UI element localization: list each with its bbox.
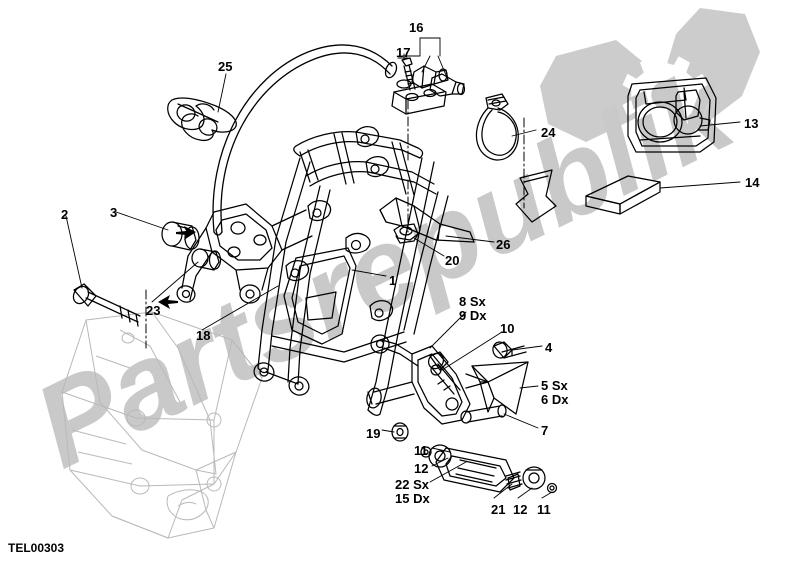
callout-12-a: 12 — [414, 461, 429, 476]
callout-5sx-6dx: 5 Sx 6 Dx — [541, 378, 569, 407]
watermark-text: Partsrepublik — [16, 42, 757, 494]
wedge-shim-upper — [515, 169, 557, 223]
callout-7: 7 — [541, 423, 549, 438]
callout-23: 23 — [146, 303, 161, 318]
callout-22sx-15dx: 22 Sx 15 Dx — [395, 477, 430, 506]
rear-subframe-assembly — [65, 37, 741, 499]
callout-10: 10 — [500, 321, 515, 336]
part-18-side-plate — [283, 247, 357, 345]
callout-21: 21 — [491, 502, 506, 517]
part-2-bolt — [72, 283, 141, 327]
callout-25: 25 — [218, 59, 233, 74]
callout-26: 26 — [496, 237, 511, 252]
left-bracket-cluster — [176, 203, 313, 304]
part-13-unit — [627, 77, 717, 153]
part-7-pin — [460, 404, 507, 424]
footpeg-rubber — [435, 447, 515, 493]
part-20-nut — [393, 223, 419, 244]
callout-8sx-9dx: 8 Sx 9 Dx — [459, 294, 487, 323]
callout-18: 18 — [196, 328, 211, 343]
callout-3: 3 — [110, 205, 118, 220]
callout-2: 2 — [61, 207, 69, 222]
part-25-bracket — [167, 97, 237, 142]
callout-16: 16 — [409, 20, 424, 35]
diagram-code: TEL00303 — [8, 541, 65, 555]
footpeg-assembly — [366, 334, 558, 494]
callout-11-a: 11 — [414, 443, 428, 458]
part-5-6-heel-guard — [465, 361, 529, 415]
part-26-bracket — [379, 197, 475, 243]
part-24-clamp — [475, 93, 519, 161]
part-16-17-fitting — [391, 57, 466, 115]
callout-1: 1 — [389, 273, 397, 288]
callout-24: 24 — [541, 125, 556, 140]
right-fasteners — [522, 466, 558, 494]
callout-12-b: 12 — [513, 502, 528, 517]
part-3-bushing — [161, 221, 200, 251]
callout-17: 17 — [396, 45, 411, 60]
part-14-pad — [585, 175, 661, 215]
ghost-main-frame — [61, 311, 263, 539]
part-19-bush — [391, 422, 409, 442]
part-10-bolt — [427, 351, 461, 395]
callout-13: 13 — [744, 116, 759, 131]
part-4-bolt — [492, 341, 527, 359]
callout-11-b: 11 — [537, 502, 551, 517]
callout-4: 4 — [545, 340, 553, 355]
callout-14: 14 — [745, 175, 760, 190]
callout-20: 20 — [445, 253, 460, 268]
callout-19: 19 — [366, 426, 381, 441]
part-23-bushing — [191, 248, 222, 271]
